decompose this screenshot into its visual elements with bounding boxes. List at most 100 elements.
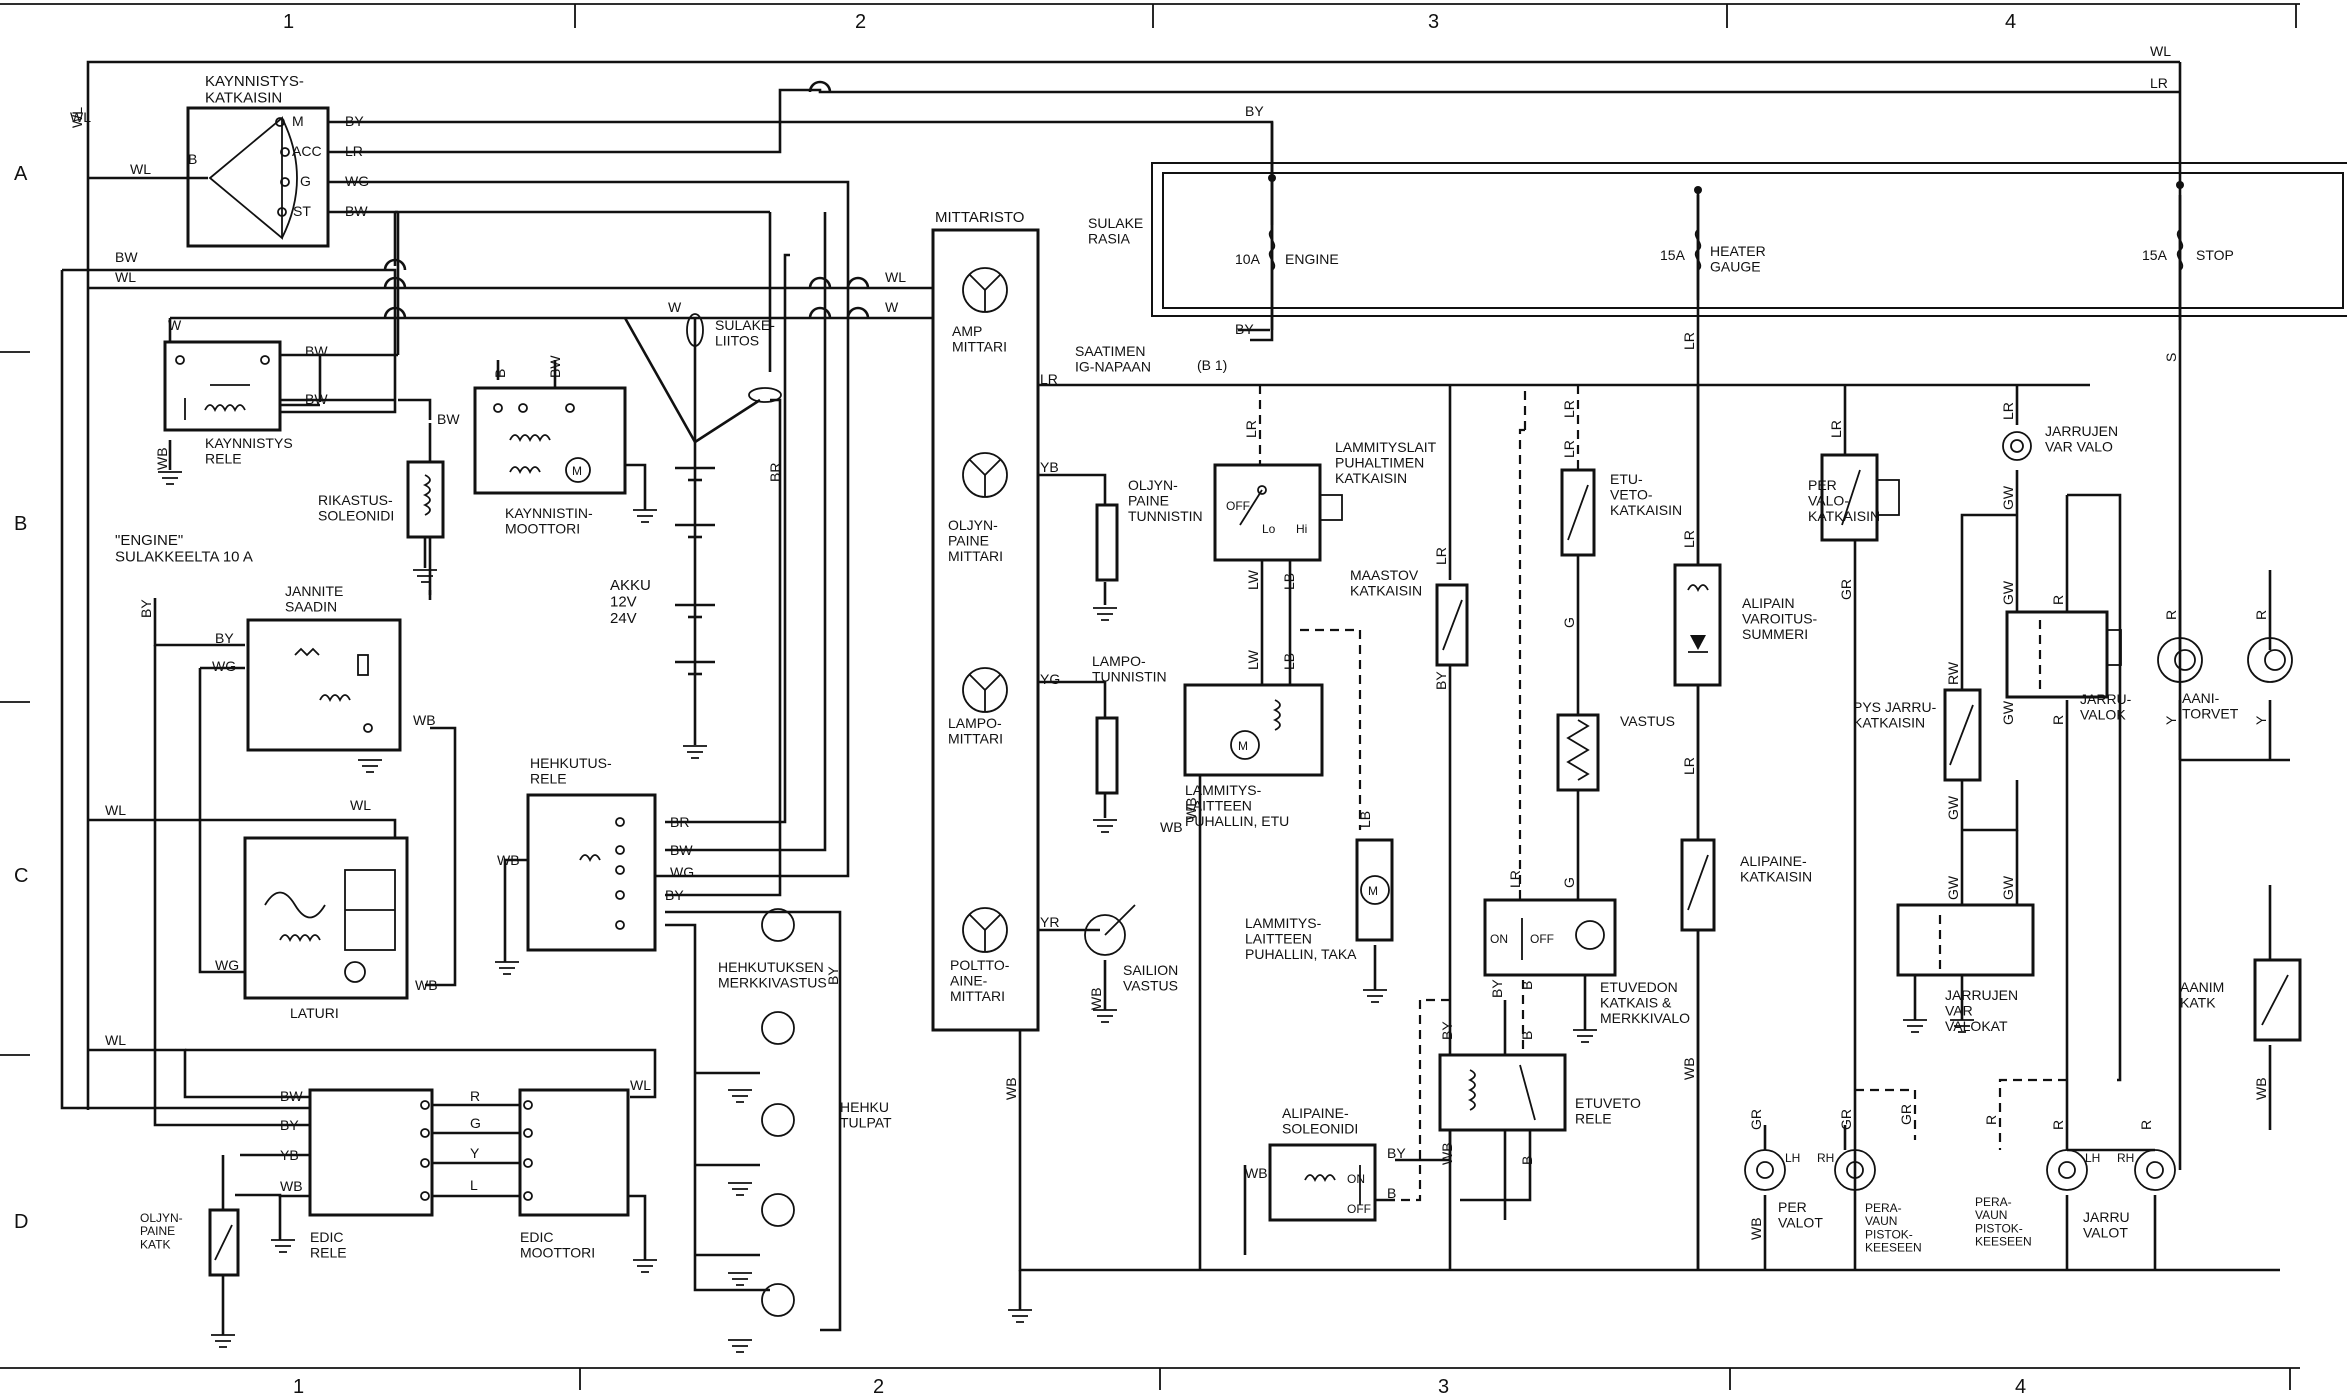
fuse-rating: 15A (1660, 247, 1686, 263)
switch-position: OFF (1226, 499, 1250, 513)
wire-label: BY (665, 887, 684, 903)
wire-label: WB (1681, 1057, 1697, 1080)
front-drive-indicator (1483, 898, 1617, 977)
wire-label: GW (2000, 580, 2016, 605)
wire-label: RW (1945, 661, 1961, 685)
grid-col-label: 1 (283, 11, 294, 33)
switch-position: Hi (1296, 522, 1307, 536)
side-label: LH (1785, 1151, 1800, 1165)
wire-label: LR (2000, 402, 2016, 420)
wire-label: G (470, 1115, 481, 1131)
wire-label: BR (670, 814, 689, 830)
wire-label: LW (1245, 569, 1261, 590)
wire-label: B (1387, 1185, 1396, 1201)
low-pressure-switch (1680, 838, 1716, 932)
horns (2157, 637, 2293, 683)
front-drive-relay (1438, 1053, 1567, 1132)
wire-label: BY (1489, 979, 1505, 998)
wire-label: R (2163, 610, 2179, 620)
instrument-cluster-label: MITTARISTO (935, 209, 1024, 226)
battery (675, 466, 715, 676)
low-pressure-buzzer (1673, 563, 1722, 687)
front-heater-fan: M (1183, 683, 1324, 777)
wire-label: S (2163, 353, 2179, 362)
grid-col-label: 2 (855, 11, 866, 33)
starter-relay (163, 340, 282, 432)
grid-frame (0, 3, 2300, 1390)
wire-label: LR (1243, 420, 1259, 438)
grid-row-label: B (14, 513, 27, 535)
wire-label: LR (2150, 75, 2168, 91)
wire-label: B (1519, 1156, 1535, 1165)
wire-label: WB (1088, 987, 1104, 1010)
glow-relay-label: HEHKUTUS-RELE (530, 755, 612, 786)
starter-motor-label: KAYNNISTIN-MOOTTORI (505, 505, 593, 536)
wire-label: W (885, 299, 899, 315)
side-label: LH (2085, 1151, 2100, 1165)
wire-label: YG (1040, 671, 1060, 687)
wire-label: BW (437, 411, 460, 427)
wire-label: R (2050, 1120, 2066, 1130)
wire-label: YB (280, 1147, 299, 1163)
wire-label: WL (130, 161, 151, 177)
wire-label: BW (345, 203, 368, 219)
wire-label: BY (215, 630, 234, 646)
fusible-link-label: SULAKE-LIITOS (715, 317, 775, 348)
wire-label: WG (670, 864, 694, 880)
brake-light-switch (2005, 610, 2122, 699)
wire-label: LR (1433, 547, 1449, 565)
wire-label: WB (1003, 1077, 1019, 1100)
wire-label: R (2253, 610, 2269, 620)
gauge-senders (1084, 503, 1136, 956)
temp-sender-label: LAMPO-TUNNISTIN (1092, 653, 1167, 684)
low-pressure-solenoid (1268, 1143, 1377, 1222)
brake-warning-switches (1896, 903, 2035, 977)
wire-label: LR (1507, 870, 1523, 888)
svg-text:M: M (572, 464, 582, 478)
wire-label: BW (115, 249, 138, 265)
grid-col-label: 4 (2005, 11, 2016, 33)
wire-label: WB (280, 1178, 303, 1194)
wire-label: LB (1357, 811, 1373, 828)
wire-label: R (2050, 715, 2066, 725)
terminal-label: ST (293, 203, 311, 219)
wire-label: YR (1040, 914, 1059, 930)
wire-label: Y (470, 1145, 480, 1161)
starter-motor: M (473, 386, 627, 495)
engine-fuse-note: "ENGINE"SULAKKEELTA 10 A (115, 532, 253, 566)
wire-label: R (1983, 1115, 1999, 1125)
switch-position: Lo (1262, 522, 1276, 536)
wire-label: LR (1681, 332, 1697, 350)
labels: KAYNNISTYS-KATKAISIN M ACC G ST B KAYNNI… (70, 43, 2239, 1260)
switch-position: OFF (1347, 1202, 1371, 1216)
fuel-gauge-label: POLTTO-AINE-MITTARI (950, 957, 1010, 1004)
wire-label: WL (350, 797, 371, 813)
wire-label: W (668, 299, 682, 315)
ground-symbols (158, 471, 1974, 1353)
enrichment-solenoid (406, 460, 445, 568)
instrument-cluster (931, 228, 1040, 1032)
wire-label: BR (767, 463, 783, 482)
wire-label: WG (345, 173, 369, 189)
wire-label: WB (2253, 1077, 2269, 1100)
wire-label: BY (138, 599, 154, 618)
brake-light-switch-label: JARRU-VALOK (2080, 691, 2132, 722)
wire-label: GW (1945, 875, 1961, 900)
wire-label: GR (1838, 1109, 1854, 1130)
terminal-label: ACC (292, 143, 322, 159)
wire-label: LR (1040, 371, 1058, 387)
grid-col-label: 3 (1438, 1376, 1449, 1398)
wire-label: LR (345, 143, 363, 159)
